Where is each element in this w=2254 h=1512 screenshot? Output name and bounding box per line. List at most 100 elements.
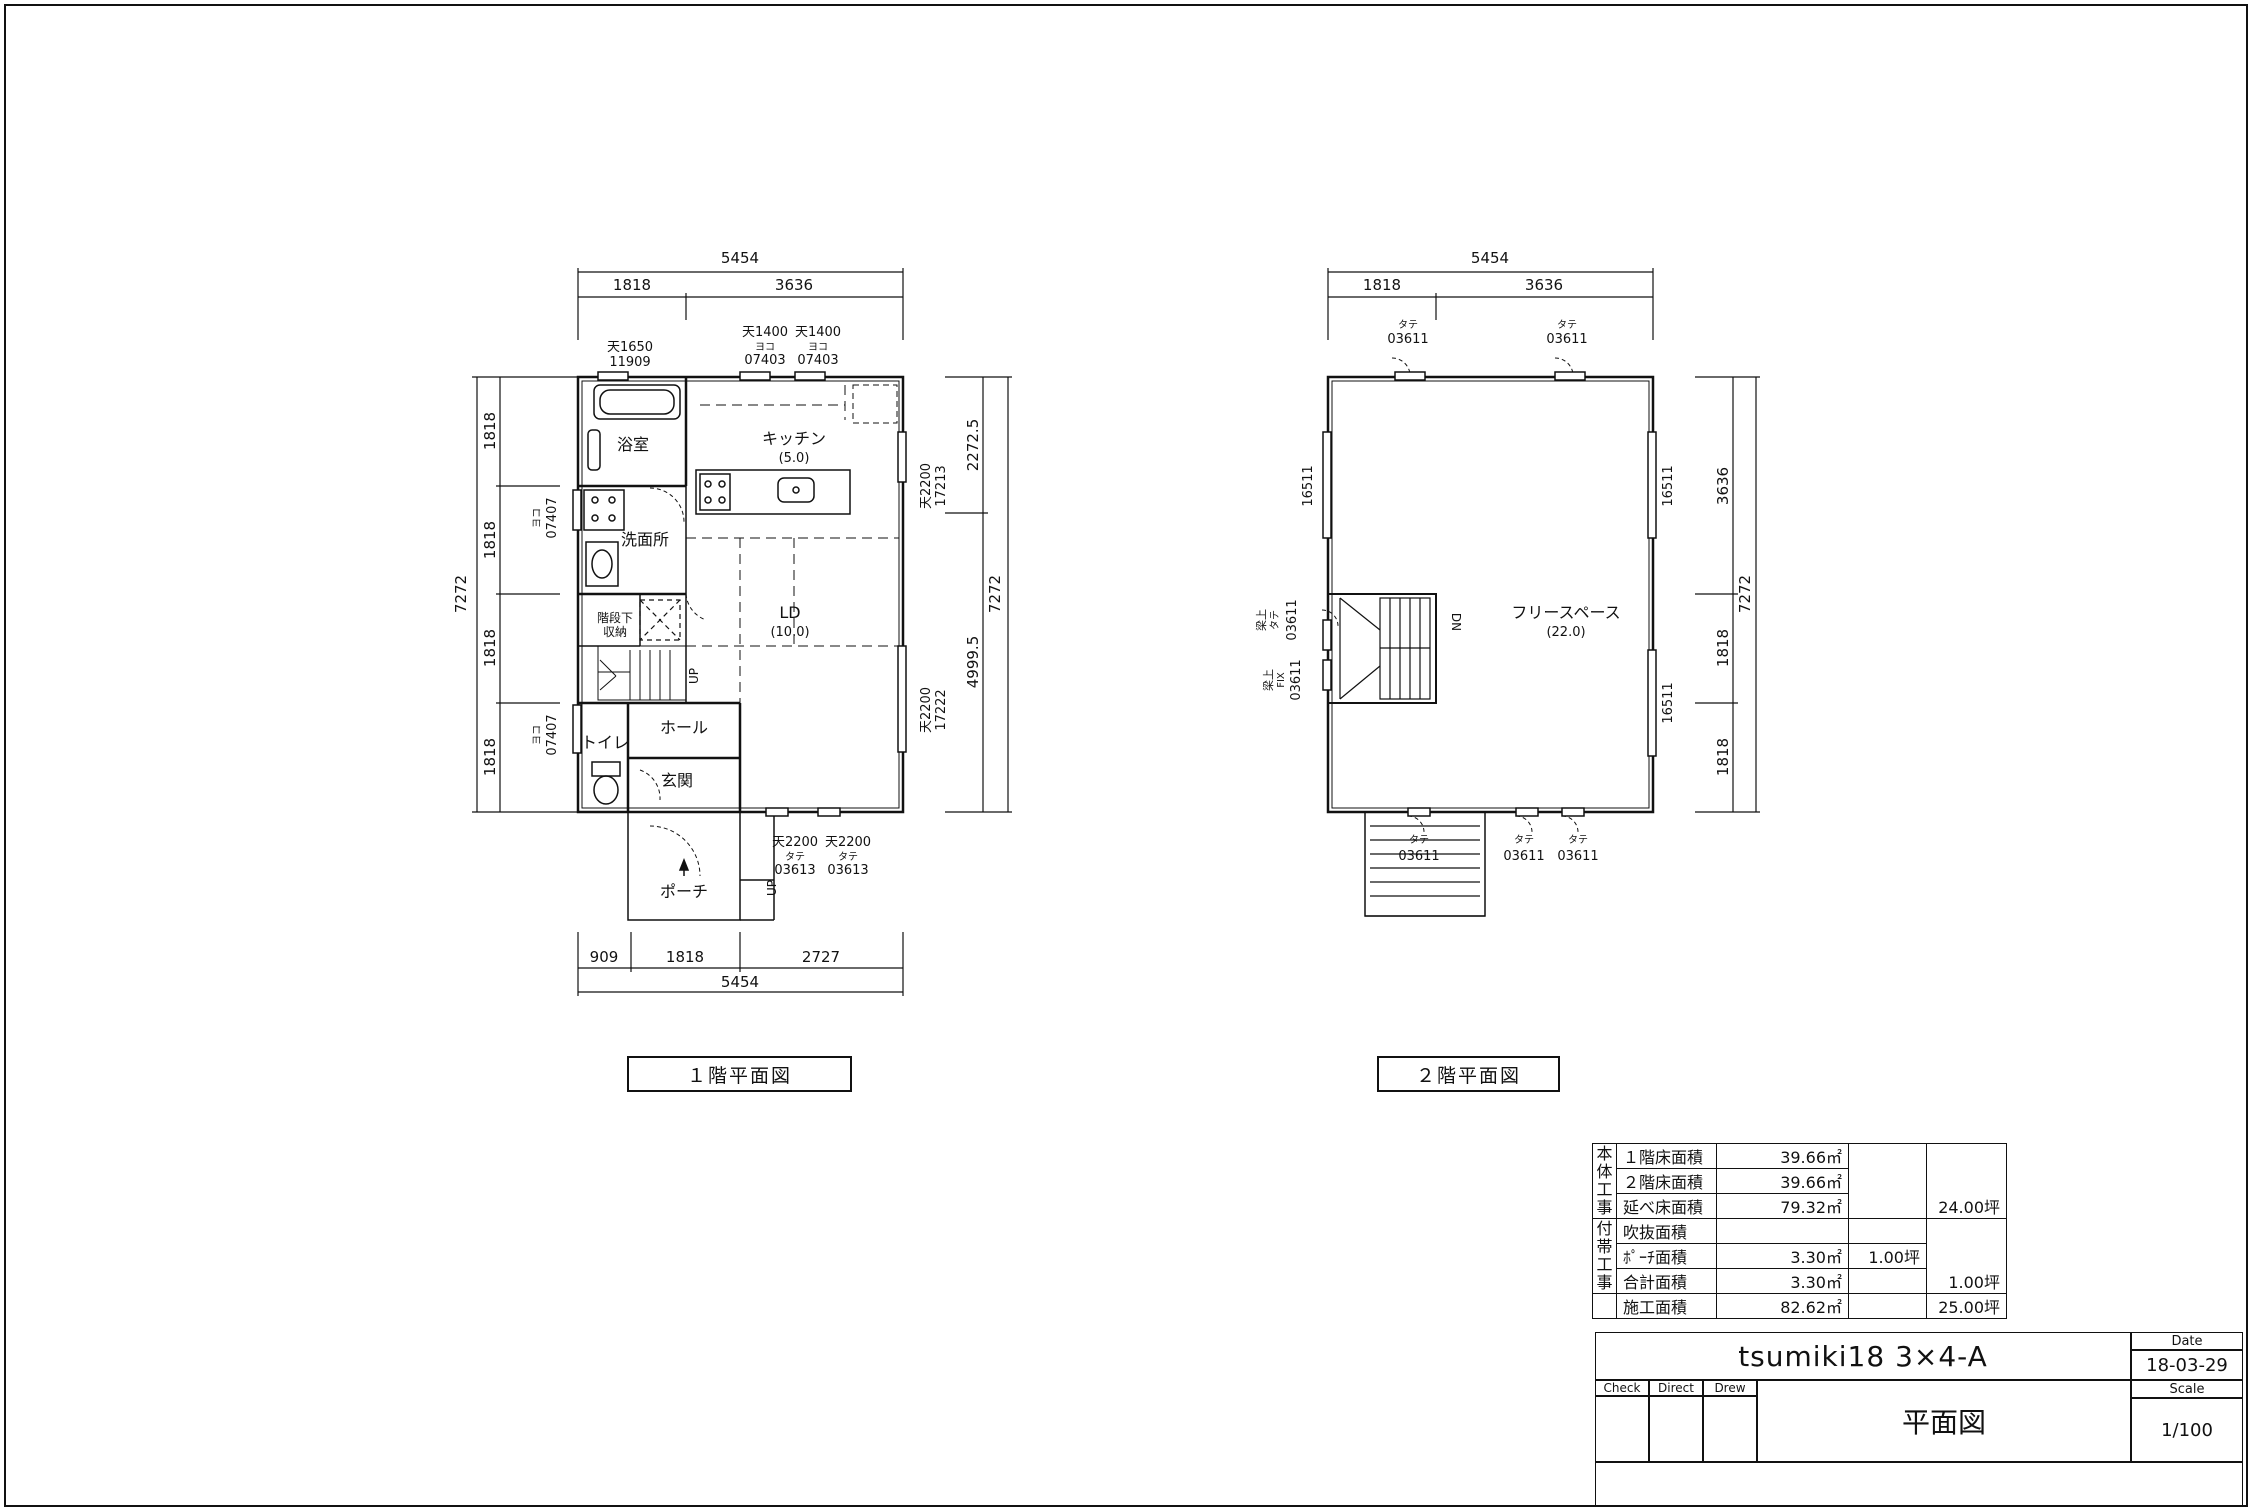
dim-2f-right-total: 7272 [1736, 575, 1754, 613]
area-tsubo [1848, 1293, 1927, 1319]
direct-label: Direct [1658, 1381, 1694, 1395]
room-washroom: 洗面所 [621, 530, 669, 549]
window-2f-bottom-a-label-1: タテ [1409, 834, 1429, 846]
window-2f-bottom-a-label-2: 03611 [1398, 849, 1439, 864]
room-ld-size: (10.0) [770, 625, 809, 640]
area-label: 施工面積 [1616, 1293, 1717, 1319]
window-kitchen-a-label-3: 07403 [744, 353, 785, 368]
area-label: 延べ床面積 [1616, 1193, 1717, 1219]
window-right-upper-label-2: 17213 [934, 465, 949, 506]
window-bath-label-2: 11909 [609, 355, 650, 370]
window-2f-stair-b-label-2: FIX [1276, 672, 1287, 688]
area-tsubo [1848, 1218, 1927, 1244]
window-left-toilet-label-2: 07407 [545, 714, 560, 755]
window-bottom-b-label-1: 天2200 [825, 835, 871, 850]
area-total: 24.00坪 [1926, 1143, 2007, 1219]
dim-1f-left-3: 1818 [481, 629, 499, 667]
dim-1f-left-2: 1818 [481, 521, 499, 559]
window-2f-bottom-b-label-1: タテ [1514, 834, 1534, 846]
window-bath-label-1: 天1650 [607, 340, 653, 355]
dim-1f-top-total: 5454 [721, 249, 759, 267]
window-2f-top-b-label-2: 03611 [1546, 332, 1587, 347]
window-left-wash-label-1: ヨコ [532, 508, 543, 528]
dim-1f-top-b: 3636 [775, 276, 813, 294]
room-free-space: フリースペース [1511, 603, 1620, 622]
area-value: 39.66㎡ [1716, 1168, 1849, 1194]
area-table: 本体工事 １階床面積 39.66㎡ 24.00坪 ２階床面積 39.66㎡ 延べ… [1592, 1143, 2007, 1319]
dim-2f-right-1: 3636 [1714, 467, 1732, 505]
dim-1f-right-lower: 4999.5 [964, 636, 982, 689]
date-value: 18-03-29 [2146, 1354, 2228, 1376]
area-value: 39.66㎡ [1716, 1143, 1849, 1169]
room-bath: 浴室 [617, 435, 649, 454]
kitchen-counter [695, 384, 898, 515]
floor-plan-1f [472, 268, 1012, 996]
window-2f-stair-b-label-3: 03611 [1289, 659, 1304, 700]
group-main-construction: 本体工事 [1592, 1143, 1617, 1219]
dim-1f-left-1: 1818 [481, 412, 499, 450]
toilet-bowl [591, 761, 621, 805]
window-2f-stair-a-label-2: タテ [1269, 610, 1281, 630]
dim-1f-bottom-c: 2727 [802, 948, 840, 966]
porch [627, 811, 775, 921]
window-2f-stair-b-label-1: 梁上 [1261, 669, 1275, 691]
area-value: 3.30㎡ [1716, 1243, 1849, 1269]
window-bottom-a-label-2: タテ [785, 851, 805, 863]
scale-label: Scale [2169, 1381, 2205, 1397]
area-value: 3.30㎡ [1716, 1268, 1849, 1294]
window-left-toilet-label-1: ヨコ [532, 725, 543, 745]
dim-1f-right-total: 7272 [986, 575, 1004, 613]
door-swings-1f [639, 487, 707, 877]
dim-2f-right-3: 1818 [1714, 738, 1732, 776]
dim-2f-top-total: 5454 [1471, 249, 1509, 267]
windows-1f [572, 371, 907, 817]
dim-2f-window-right-upper: 16511 [1661, 465, 1676, 506]
room-porch: ポーチ [660, 882, 708, 901]
dim-1f-left-4: 1818 [481, 738, 499, 776]
check-label: Check [1603, 1381, 1641, 1395]
room-hall: ホール [660, 718, 708, 737]
dim-2f-top-b: 3636 [1525, 276, 1563, 294]
window-2f-top-a-label-2: 03611 [1387, 332, 1428, 347]
window-kitchen-b-label-1: 天1400 [795, 325, 841, 340]
window-right-upper-label-1: 天2200 [919, 463, 934, 509]
dim-1f-top-a: 1818 [613, 276, 651, 294]
wash-fixtures [583, 489, 625, 587]
window-bottom-a-label-1: 天2200 [772, 835, 818, 850]
dimension-top-2f [1327, 268, 1654, 340]
caption-2f: ２階平面図 [1377, 1056, 1560, 1092]
floor-plan-2f [1321, 268, 1760, 917]
drew-label: Drew [1714, 1381, 1746, 1395]
room-entrance: 玄関 [661, 771, 693, 790]
area-label: ﾎﾟｰﾁ面積 [1616, 1243, 1717, 1269]
area-value: 82.62㎡ [1716, 1293, 1849, 1319]
window-2f-stair-a-label-1: 梁上 [1254, 609, 1268, 631]
area-label: １階床面積 [1616, 1143, 1717, 1169]
drawing-title: 平面図 [1901, 1406, 1986, 1439]
floor-plan-1f-labels: 5454 1818 3636 909 1818 2727 5454 7272 1… [452, 249, 1004, 991]
window-bottom-a-label-3: 03613 [774, 863, 815, 878]
dimension-left-1f [472, 376, 578, 813]
dim-1f-bottom-total: 5454 [721, 973, 759, 991]
dim-2f-window-left: 16511 [1301, 465, 1316, 506]
window-right-lower-label-1: 天2200 [919, 687, 934, 733]
dimension-bottom-1f [577, 932, 904, 996]
dim-2f-window-right-lower: 16511 [1661, 682, 1676, 723]
area-value [1716, 1218, 1849, 1244]
area-label: 吹抜面積 [1616, 1218, 1717, 1244]
stairs-1f [597, 645, 687, 701]
dim-2f-top-a: 1818 [1363, 276, 1401, 294]
window-bottom-b-label-2: タテ [838, 851, 858, 863]
window-2f-bottom-b-label-2: 03611 [1503, 849, 1544, 864]
dimension-right-2f [1695, 376, 1760, 813]
area-label: ２階床面積 [1616, 1168, 1717, 1194]
room-kitchen: キッチン [762, 429, 826, 448]
window-left-wash-label-2: 07407 [545, 497, 560, 538]
porch-up-label: UP [765, 880, 779, 896]
window-kitchen-a-label-2: ヨコ [755, 342, 775, 353]
room-kitchen-size: (5.0) [779, 451, 810, 466]
dimension-right-1f [945, 376, 1012, 813]
ceiling-lines-1f [686, 385, 899, 703]
area-total: 1.00坪 [1926, 1218, 2007, 1294]
area-value: 79.32㎡ [1716, 1193, 1849, 1219]
